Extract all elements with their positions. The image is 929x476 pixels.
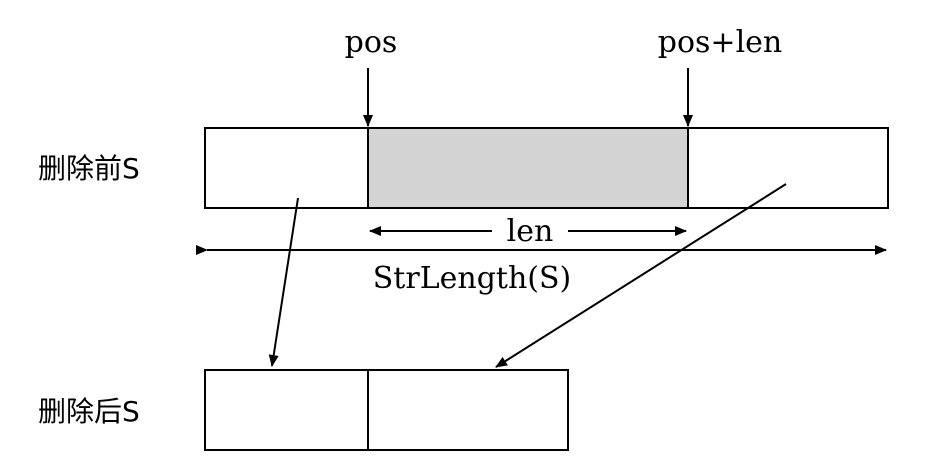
pos-len-label: pos+len xyxy=(658,25,782,60)
left-part-mapping-arrow xyxy=(268,197,299,367)
len-label: len xyxy=(507,214,554,249)
string-after-box xyxy=(204,369,569,451)
strlength-label: StrLength(S) xyxy=(373,261,572,296)
after-label: 删除后S xyxy=(38,395,140,428)
pos-label: pos xyxy=(345,25,398,60)
before-label: 删除前S xyxy=(38,152,140,185)
right-part-mapping-arrow xyxy=(495,183,787,368)
deleted-region xyxy=(367,127,689,209)
